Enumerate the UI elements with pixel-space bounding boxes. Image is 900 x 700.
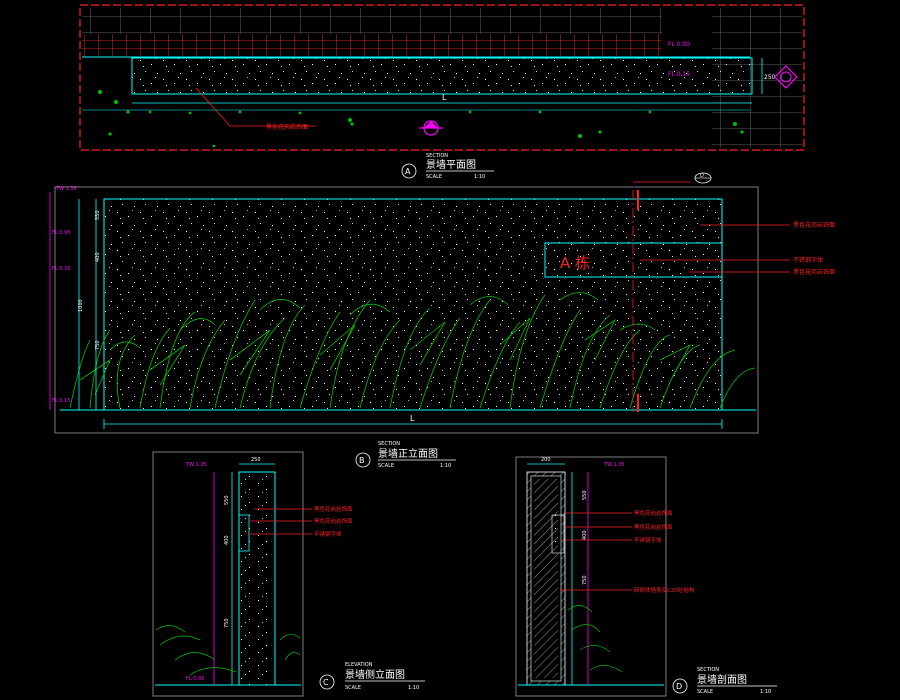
section-note-3: 不锈钢字体: [634, 536, 662, 544]
elevation-dim-d: 1000: [78, 299, 84, 312]
elevation-note-1: 黑色花岗岩饰面: [793, 221, 835, 229]
section-level-top: TW 1.35: [603, 462, 625, 468]
plan-shrub-icons: [98, 90, 744, 148]
plan-callout-leader: [195, 87, 316, 127]
side-dim-a: 550: [224, 495, 230, 505]
side-scale-label: SCALE: [345, 685, 361, 691]
plan-dim-width: 250: [764, 74, 776, 81]
plan-scale-label: SCALE: [426, 174, 442, 180]
elevation-dim-c: 750: [95, 340, 101, 350]
side-scale-value: 1:10: [408, 685, 419, 691]
elevation-wall-body: [103, 198, 723, 411]
elevation-dim-a: 550: [95, 210, 101, 220]
plan-dim-length: L: [442, 93, 447, 102]
side-title-block: C ELEVATION 景墙侧立面图 SCALE 1:10: [319, 662, 425, 691]
section-note-2: 黑色花岗岩饰面: [634, 523, 673, 531]
side-level-top: TW 1.35: [185, 462, 207, 468]
elevation-title-block: B SECTION 景墙正立面图 SCALE 1:10: [355, 441, 456, 469]
section-title-block: D SECTION 景墙剖面图 SCALE 1:10: [672, 667, 777, 695]
elevation-title: 景墙正立面图: [378, 447, 438, 460]
side-title-tag: ELEVATION: [345, 662, 373, 668]
plan-callout-note: 黑色花岗岩饰面: [266, 123, 308, 131]
side-wall-body: [238, 471, 276, 686]
plan-wall-body: [131, 57, 753, 95]
section-frame: [515, 456, 667, 697]
elevation-scale-value: 1:10: [440, 463, 451, 469]
elevation-level-3: FL 0.35: [52, 266, 70, 272]
elevation-planting-icon: [69, 292, 756, 409]
elevation-note-2: 不锈钢字体: [793, 256, 823, 264]
elevation-sign-text: A 栋: [560, 254, 590, 272]
elevation-title-tag: SECTION: [378, 441, 400, 447]
plan-level-b: FL 0.15: [668, 71, 690, 78]
section-view: 200 TW 1.35 550 400 750 黑色花岗岩饰面 黑色花岗岩饰面 …: [515, 456, 777, 697]
elevation-level-4: FL 0.15: [52, 398, 70, 404]
side-dim-top: 250: [251, 457, 261, 463]
elevation-frame: [54, 186, 759, 434]
elevation-section-marker-icon: D: [694, 172, 712, 184]
section-scale-value: 1:10: [760, 689, 771, 695]
section-dim-a: 550: [582, 490, 588, 500]
side-planting-icon: [155, 625, 301, 676]
section-title: 景墙剖面图: [697, 673, 747, 686]
plan-side-marker-icon: [774, 65, 798, 89]
elevation-dim-length: L: [410, 414, 415, 423]
section-dim-b: 400: [582, 530, 588, 540]
section-title-tag: SECTION: [697, 667, 719, 673]
front-elevation: A 栋 L TW 1.35 FL 0.95 FL 0.35 FL 0.15 55…: [49, 172, 835, 469]
elevation-scale-label: SCALE: [378, 463, 394, 469]
plan-view: L 250 FL 0.00 FL 0.15 黑色花岗岩饰面: [79, 4, 805, 180]
elevation-marker-letter: B: [359, 456, 365, 465]
section-planting-icon: [567, 605, 623, 673]
side-marker-letter: C: [323, 678, 329, 687]
side-note-1: 黑色花岗岩饰面: [314, 505, 353, 513]
section-dim-top: 200: [541, 457, 551, 463]
plan-marker-letter: A: [405, 167, 411, 176]
section-scale-label: SCALE: [697, 689, 713, 695]
side-sign-plate: [238, 514, 250, 552]
side-dim-b: 400: [224, 535, 230, 545]
elevation-level-1: TW 1.35: [55, 186, 77, 192]
plan-title-tag: SECTION: [426, 153, 448, 159]
section-note-1: 黑色花岗岩饰面: [634, 509, 673, 517]
side-dim-c: 750: [224, 618, 230, 628]
section-sign-plate: [551, 514, 565, 554]
plan-title: 景墙平面图: [426, 158, 476, 171]
plan-boundary: [79, 4, 805, 151]
side-level-bottom: FL 0.00: [186, 676, 204, 682]
side-frame: [152, 451, 304, 697]
plan-paving-brick: [82, 34, 662, 56]
elevation-level-2: FL 0.95: [52, 230, 70, 236]
plan-title-block: A SECTION 景墙平面图 SCALE 1:10: [401, 153, 494, 180]
section-marker-letter: D: [676, 682, 682, 691]
elevation-note-3: 黑色花岗岩饰面: [793, 268, 835, 276]
plan-scale-value: 1:10: [474, 174, 485, 180]
elevation-dim-b: 400: [95, 252, 101, 262]
section-dim-c: 750: [582, 575, 588, 585]
section-note-4: 砖砌体墙身及C20砼结构: [634, 586, 695, 594]
plan-marker-circle: [401, 163, 417, 179]
side-elevation: 250 TW 1.35 FL 0.00 550 400 750 黑色花岗岩饰面 …: [152, 451, 425, 697]
elevation-section-mark: D: [700, 173, 704, 179]
side-note-3: 不锈钢字体: [314, 530, 342, 538]
plan-section-marker-icon: [419, 120, 443, 136]
plan-level-a: FL 0.00: [668, 41, 690, 48]
side-title: 景墙侧立面图: [345, 668, 405, 681]
plan-paving-grey: [82, 8, 662, 34]
side-note-2: 黑色花岗岩饰面: [314, 517, 353, 525]
